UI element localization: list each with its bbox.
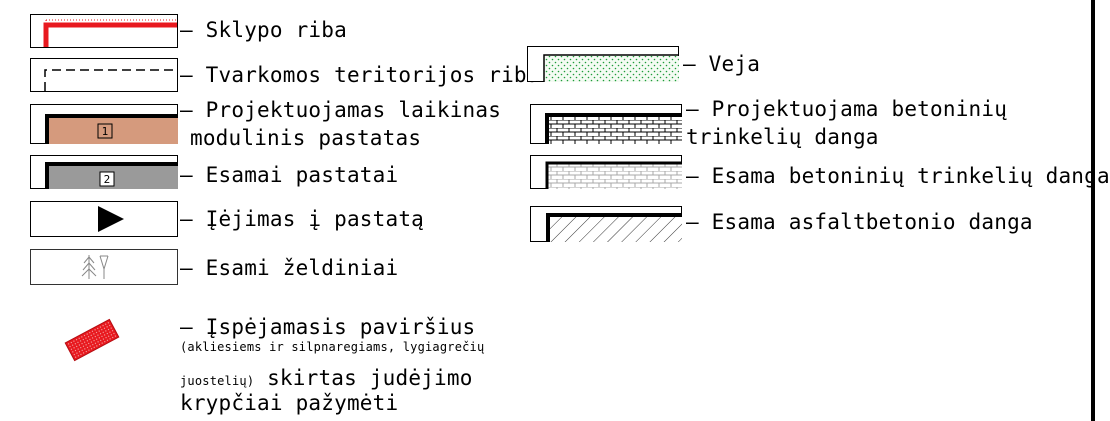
label-esama-trinkeles: – Esama betoninių trinkelių danga [686, 164, 1110, 188]
label-ispejamasis-line3-big: skirtas judėjimo [254, 366, 473, 390]
swatch-tvarkomos-teritorijos-riba [30, 58, 178, 92]
swatch-veja [527, 46, 679, 82]
swatch-esama-trinkeliu-danga [530, 155, 682, 189]
label-projektuojamas-line2: modulinis pastatas [190, 126, 422, 150]
label-veja: – Veja [683, 52, 761, 76]
entrance-arrow-icon [98, 206, 124, 232]
swatch-ispejamasis-pavirsius [62, 318, 122, 362]
swatch-projektuojama-trinkeliu-danga [530, 104, 682, 144]
label-ispejamasis-line1: – Įspėjamasis paviršius [180, 315, 476, 339]
label-iejimas: – Įėjimas į pastatą [180, 207, 425, 231]
label-ispejamasis-line4: krypčiai pažymėti [180, 391, 399, 415]
swatch-esamai-pastatai [30, 155, 178, 189]
swatch-sklypo-riba [30, 14, 178, 48]
label-sklypo-riba: – Sklypo riba [180, 18, 347, 42]
label-proj-trinkeles-line1: – Projektuojama betoninių [686, 97, 1008, 121]
swatch-projektuojamas-pastatas [30, 104, 178, 144]
label-esami-zeldiniai: – Esami želdiniai [180, 256, 399, 280]
label-ispejamasis-line2: (akliesiems ir silpnaregiams, lygiagreči… [180, 340, 485, 354]
label-proj-trinkeles-line2: trinkelių danga [686, 125, 879, 149]
box-number-1: 1 [101, 125, 109, 138]
box-number-2: 2 [103, 173, 111, 186]
swatch-iejimas [30, 201, 178, 237]
label-tvarkomos-teritorijos-riba: – Tvarkomos teritorijos riba [180, 63, 540, 87]
label-ispejamasis-line3-small: juostelių) [180, 374, 255, 388]
swatch-esami-zeldiniai [30, 249, 178, 285]
swatch-esama-asfaltbetonio-danga [530, 206, 682, 242]
deciduous-tree-icon [99, 255, 109, 279]
label-ispejamasis-line3: juostelių) skirtas judėjimo [180, 366, 473, 390]
conifer-tree-icon [81, 255, 97, 279]
label-esamai-pastatai: – Esamai pastatai [180, 163, 399, 187]
sheet-border-line [1091, 0, 1095, 421]
label-esama-asfaltbetonio: – Esama asfaltbetonio danga [686, 210, 1033, 234]
label-projektuojamas-line1: – Projektuojamas laikinas [180, 98, 502, 122]
